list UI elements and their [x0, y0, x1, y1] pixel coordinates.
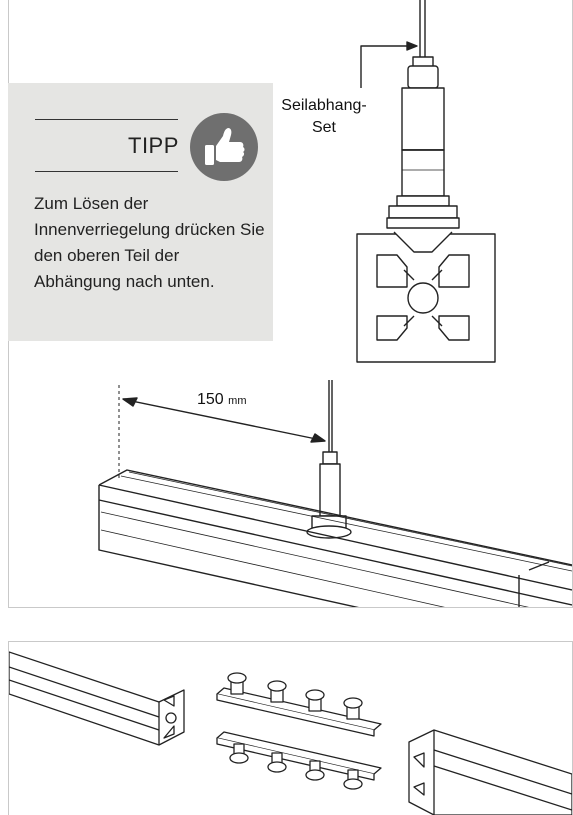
upper-connector: [216, 672, 382, 737]
dimension-value: 150: [197, 391, 224, 408]
connector-illustration-panel: [8, 641, 573, 815]
thumbs-up-icon: [190, 113, 258, 181]
profile-cross-section: [356, 231, 496, 363]
suspension-drawing: [98, 0, 572, 607]
tip-title: TIPP: [128, 133, 179, 158]
dimension-unit: mm: [228, 395, 247, 407]
tip-rule-top: [35, 119, 178, 120]
cable-holder: [386, 56, 460, 229]
left-rail-end: [9, 651, 185, 746]
dimension-line: [126, 399, 322, 441]
tip-text: Zum Lösen der Innenverriegelung drücken …: [34, 194, 265, 291]
right-rail-end: [408, 729, 572, 815]
connector-drawing: [9, 651, 572, 815]
lower-connector: [216, 731, 382, 790]
callout-arrow: [360, 45, 407, 88]
rail-profile: [98, 469, 572, 607]
cable-set-label: Seilabhang-Set: [281, 97, 367, 136]
mounted-cable-holder: [306, 451, 352, 539]
tip-box: TIPP Zum Lösen der Innenverriegelung drü…: [8, 83, 273, 341]
tip-rule-bottom: [35, 171, 178, 172]
dimension-label: 150 mm: [197, 391, 246, 409]
